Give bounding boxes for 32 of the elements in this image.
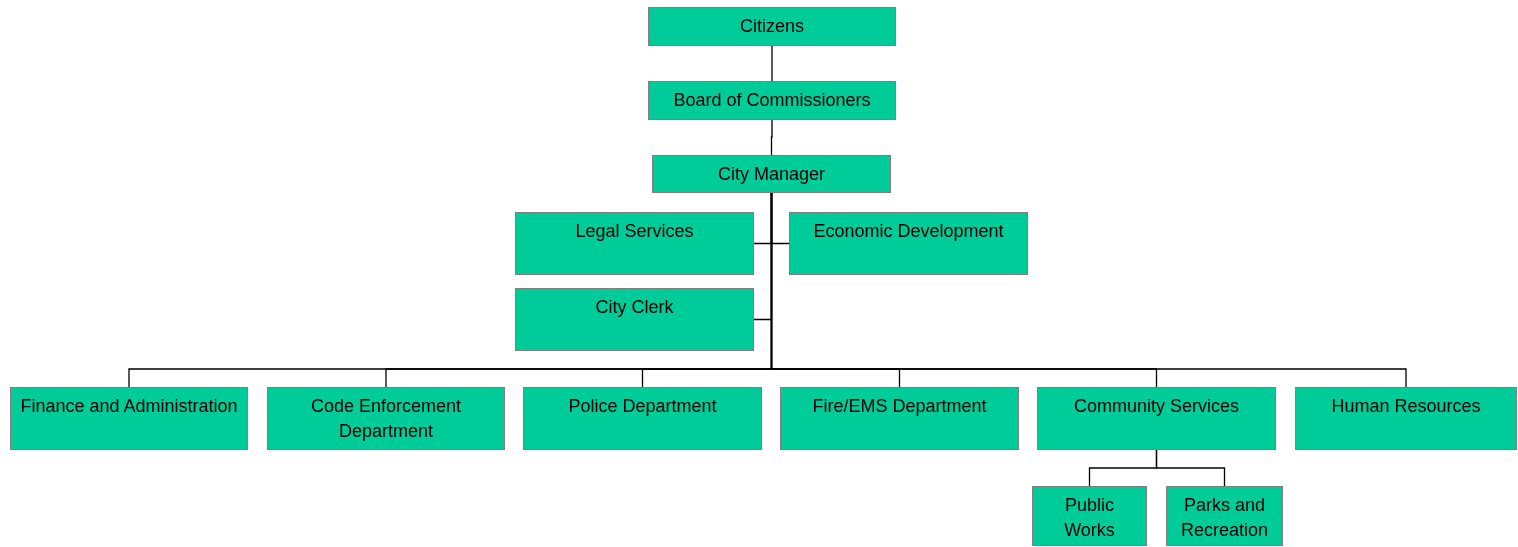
org-box (789, 212, 1028, 275)
org-box (10, 387, 248, 450)
box-label: Community Services (1073, 395, 1239, 418)
org-box (523, 387, 762, 450)
box-label: City Clerk (595, 296, 674, 319)
org-box (515, 212, 754, 275)
org-box (1295, 387, 1517, 450)
org-box (780, 387, 1019, 450)
org-box (648, 81, 896, 120)
org-box (1166, 486, 1283, 546)
org-box (267, 387, 505, 450)
org-box (515, 288, 754, 351)
connector-line (1155, 449, 1226, 487)
box-label: Parks and Recreation (1179, 494, 1269, 542)
org-box (1037, 387, 1276, 450)
connector-line (770, 119, 773, 156)
box-label: Legal Services (575, 220, 694, 243)
box-label: City Manager (717, 162, 825, 186)
connector-line (771, 45, 773, 82)
box-label: Police Department (568, 395, 717, 418)
box-label: Finance and Administration (20, 395, 238, 418)
org-box (648, 7, 896, 46)
connector-line (770, 192, 1407, 388)
box-label: Fire/EMS Department (812, 395, 987, 418)
box-label: Human Resources (1331, 395, 1481, 418)
box-label: Public Works (1063, 494, 1116, 542)
box-label: Citizens (740, 15, 804, 38)
box-label: Economic Development (813, 220, 1004, 243)
box-label: Board of Commissioners (673, 89, 871, 112)
box-label: Code Enforcement Department (309, 395, 463, 443)
org-box (652, 155, 891, 193)
org-box (1032, 486, 1147, 546)
